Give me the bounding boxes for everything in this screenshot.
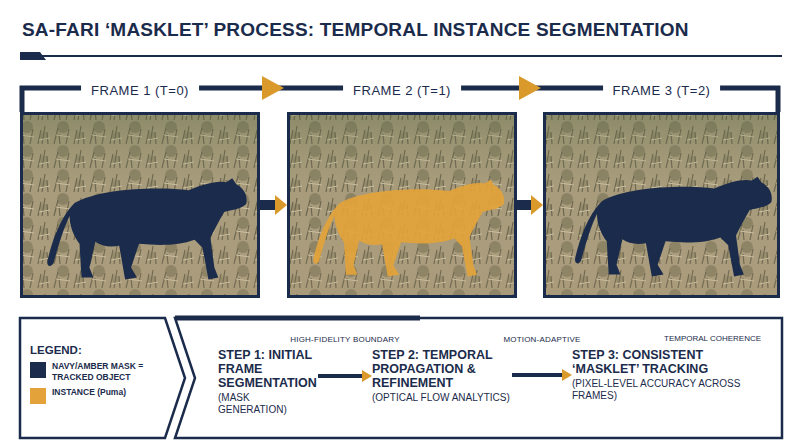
frame-photo-shade [543, 112, 780, 298]
diagram-title: SA-FARI ‘MASKLET’ PROCESS: TEMPORAL INST… [22, 19, 689, 41]
step-box: STEP 1: INITIAL FRAME SEGMENTATION(MASK … [218, 348, 318, 416]
frame-photo-shade [287, 112, 517, 298]
legend-heading: LEGEND: [30, 344, 82, 356]
edge-label: MOTION-ADAPTIVE [503, 335, 580, 344]
legend-panel [20, 318, 185, 438]
step-heading: STEP 1: INITIAL FRAME SEGMENTATION [218, 348, 318, 390]
legend-swatch [30, 388, 46, 404]
arrow-shaft [260, 200, 275, 210]
step-detail: (OPTICAL FLOW ANALYTICS) [372, 392, 512, 404]
frame-heading: FRAME 1 (T=0) [81, 81, 199, 101]
step-box: STEP 2: TEMPORAL PROPAGATION & REFINEMEN… [372, 348, 512, 404]
frame-box: FRAME 1 (T=0) [20, 112, 260, 298]
frame-heading: FRAME 3 (T=2) [603, 81, 721, 101]
arrow-head [531, 195, 543, 215]
frame-box: FRAME 2 (T=1) [287, 112, 517, 298]
step-detail: (MASK GENERATION) [218, 392, 318, 416]
arrow-head [275, 195, 287, 215]
flow-arrow [517, 195, 543, 215]
header-chevron [519, 76, 541, 100]
frame-photo [543, 112, 780, 298]
frame-photo [20, 112, 260, 298]
annotation-label: TEMPORAL COHERENCE [664, 334, 761, 343]
puma-mask-navy [47, 178, 246, 279]
steps-panel-accent [175, 316, 420, 321]
frame-photo [287, 112, 517, 298]
step-detail: (PIXEL-LEVEL ACCURACY ACROSS FRAMES) [572, 378, 762, 402]
title-rule-accent [20, 52, 46, 60]
legend-swatch [30, 362, 46, 378]
legend-text: INSTANCE (Puma) [52, 387, 164, 398]
header-chevron [262, 76, 284, 100]
step-heading: STEP 3: CONSISTENT ‘MASKLET’ TRACKING [572, 348, 762, 376]
puma-mask-amber [313, 180, 504, 277]
arrow-shaft [318, 374, 362, 378]
title-rule [20, 55, 782, 57]
edge-label: HIGH-FIDELITY BOUNDARY [290, 335, 399, 344]
flow-arrow [318, 370, 372, 382]
legend-text: NAVY/AMBER MASK = TRACKED OBJECT [52, 361, 164, 383]
arrow-head [362, 370, 372, 382]
flow-arrow [260, 195, 287, 215]
step-heading: STEP 2: TEMPORAL PROPAGATION & REFINEMEN… [372, 348, 512, 390]
frame-photo-shade [20, 112, 260, 298]
arrow-shaft [517, 200, 531, 210]
flow-arrow [512, 369, 572, 381]
frame-box: FRAME 3 (T=2) [543, 112, 780, 298]
step-box: STEP 3: CONSISTENT ‘MASKLET’ TRACKING(PI… [572, 348, 762, 402]
steps-panel [175, 318, 782, 438]
arrow-head [562, 369, 572, 381]
puma-mask-navy [575, 177, 772, 277]
frame-heading: FRAME 2 (T=1) [343, 81, 461, 101]
arrow-shaft [512, 373, 562, 377]
